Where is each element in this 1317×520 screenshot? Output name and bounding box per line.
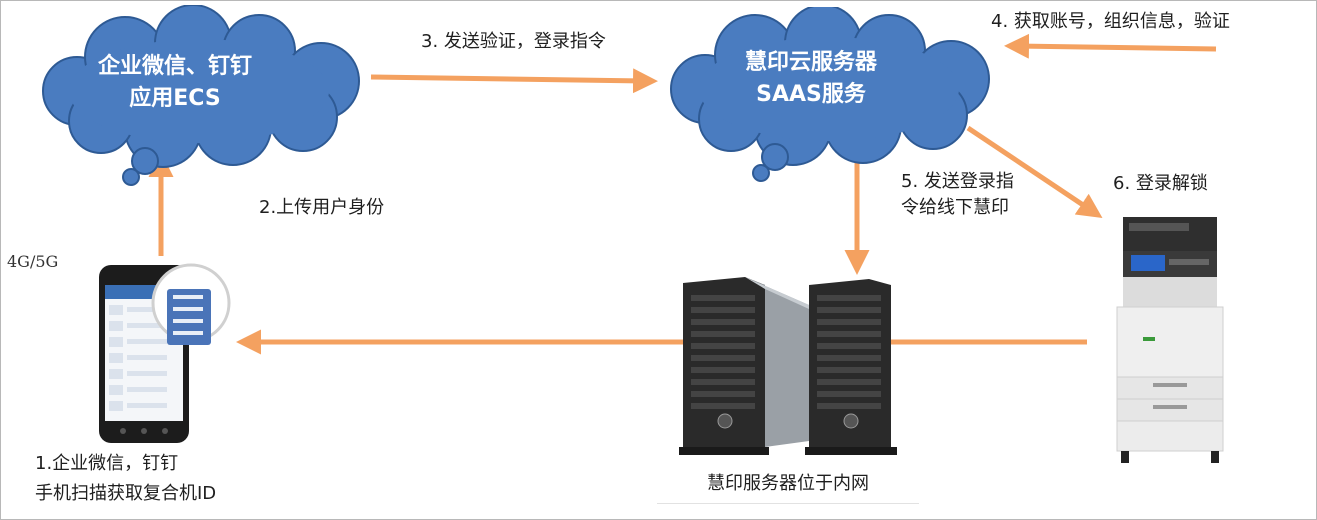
server-image xyxy=(679,277,897,455)
server-tower-right xyxy=(805,279,897,455)
step-5-line2: 令给线下慧印 xyxy=(901,197,1009,218)
step-2-label: 2.上传用户身份 xyxy=(259,197,385,218)
cloud-saas-line1: 慧印云服务器 xyxy=(744,50,877,75)
server-caption: 慧印服务器位于内网 xyxy=(707,473,869,494)
step-1-line2: 手机扫描获取复合机ID xyxy=(35,483,217,504)
step-1-label: 1.企业微信，钉钉 手机扫描获取复合机ID xyxy=(35,449,216,509)
cloud-saas-label: 慧印云服务器 SAAS服务 xyxy=(651,47,971,111)
arrow-ecs-to-saas xyxy=(370,68,658,94)
step-6-label: 6. 登录解锁 xyxy=(1113,173,1208,194)
server-tower-left xyxy=(679,277,809,455)
step-4-label: 4. 获取账号，组织信息，验证 xyxy=(991,11,1230,32)
cloud-saas-line2: SAAS服务 xyxy=(756,82,866,107)
server-caption-box: 慧印服务器位于内网 xyxy=(657,467,919,504)
step-5-label: 5. 发送登录指 令给线下慧印 xyxy=(901,169,1014,221)
arrow-external-to-saas xyxy=(1004,33,1217,59)
step-3-label: 3. 发送验证，登录指令 xyxy=(421,31,606,52)
phone-image xyxy=(99,263,231,443)
cloud-ecs-shape xyxy=(42,5,360,186)
cloud-ecs-label: 企业微信、钉钉 应用ECS xyxy=(23,51,327,115)
step-5-line1: 5. 发送登录指 xyxy=(901,171,1014,192)
cloud-ecs-line1: 企业微信、钉钉 xyxy=(97,54,252,79)
printer-image xyxy=(1116,217,1224,463)
step-1-line1: 1.企业微信，钉钉 xyxy=(35,453,179,474)
arrow-saas-to-printer xyxy=(966,125,1103,219)
cloud-ecs-line2: 应用ECS xyxy=(129,86,221,111)
cloud-saas-shape xyxy=(670,7,990,182)
network-label: 4G/5G xyxy=(7,252,59,271)
